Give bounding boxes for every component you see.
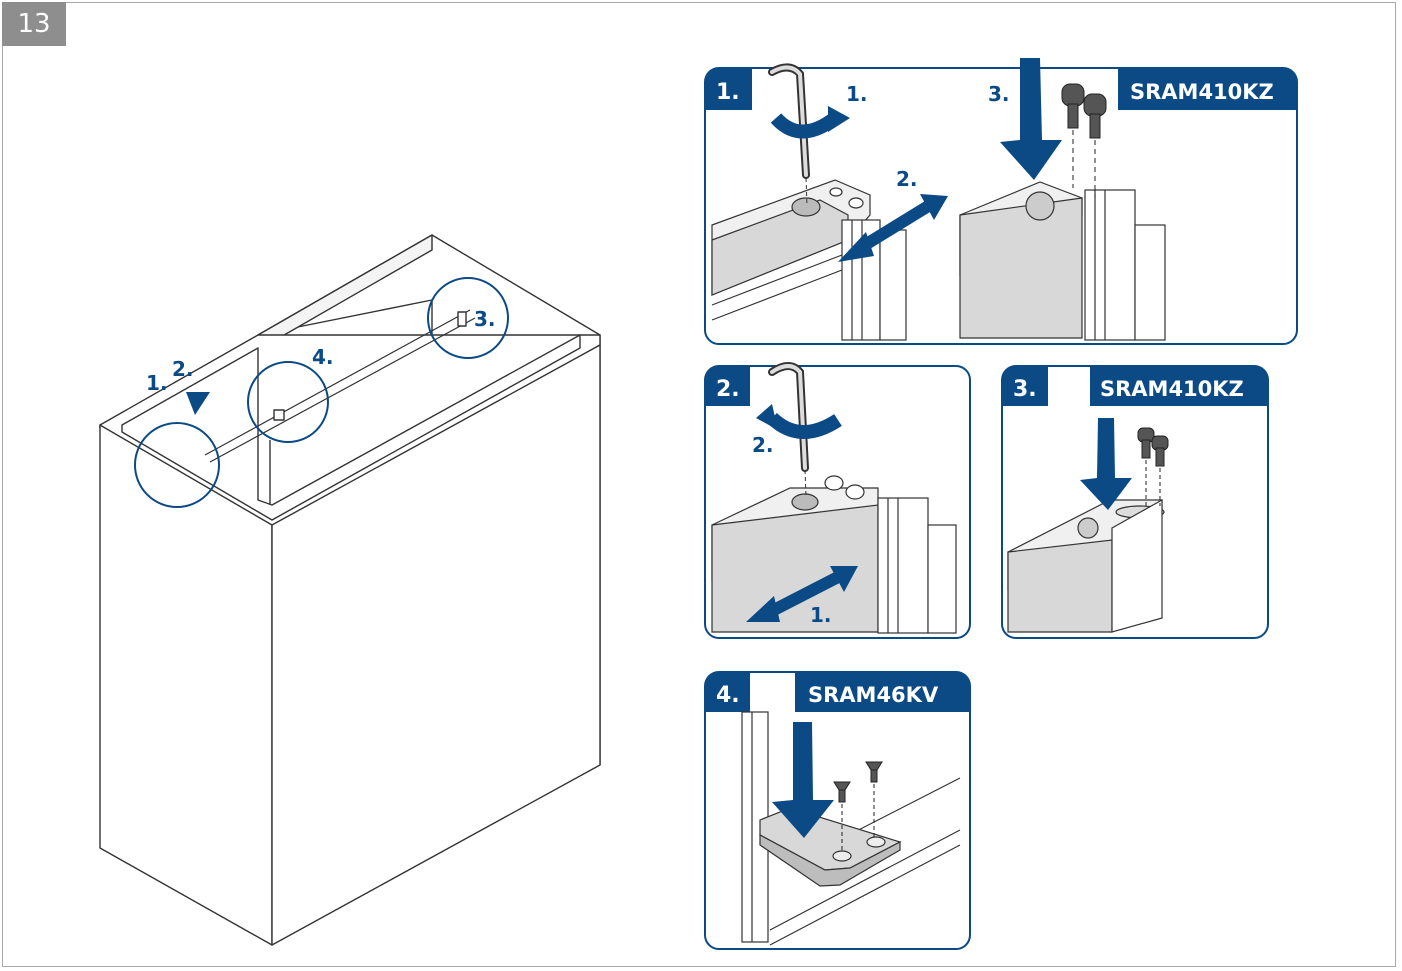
overview-label-2: 2. bbox=[172, 357, 194, 381]
cabinet-overview bbox=[99, 234, 601, 946]
hex-key-icon bbox=[768, 63, 810, 206]
detail-circle-4 bbox=[247, 361, 329, 443]
panel-3-number: 3. bbox=[1013, 377, 1037, 402]
panel-1-number: 1. bbox=[716, 80, 740, 105]
overview-label-1: 1. bbox=[146, 371, 168, 395]
panel-2: 2. 2. 1. bbox=[704, 362, 971, 639]
overview-label-4: 4. bbox=[312, 345, 334, 369]
panel-4: 4. SRAM46KV bbox=[704, 671, 971, 950]
down-arrow-icon-3 bbox=[1080, 418, 1132, 510]
detail-circle-3 bbox=[427, 277, 509, 359]
panel-1: 1. SRAM410KZ 1. 2. bbox=[704, 58, 1298, 345]
overview-label-3: 3. bbox=[474, 307, 496, 331]
panel-1-step-2: 2. bbox=[896, 167, 918, 191]
panel-1-code: SRAM410KZ bbox=[1130, 80, 1274, 104]
screw-icons-4 bbox=[833, 761, 883, 852]
panel-3: 3. SRAM410KZ bbox=[1001, 365, 1269, 639]
panel-4-number: 4. bbox=[716, 683, 740, 708]
panel-4-code: SRAM46KV bbox=[808, 683, 939, 707]
panel-1-step-1: 1. bbox=[846, 82, 868, 106]
panel-2-step-2: 2. bbox=[752, 433, 774, 457]
panel-3-code: SRAM410KZ bbox=[1100, 377, 1244, 401]
down-arrow-icon-4 bbox=[772, 722, 834, 838]
down-arrow-icon bbox=[1000, 58, 1062, 180]
slide-arrow-icon bbox=[856, 199, 934, 254]
rotate-arrow-icon-2 bbox=[767, 412, 842, 439]
detail-circles bbox=[134, 277, 509, 508]
hex-key-icon-2 bbox=[768, 362, 809, 497]
panel-2-step-1: 1. bbox=[810, 603, 832, 627]
screw-icons bbox=[1061, 83, 1107, 198]
detail-circle-1-2 bbox=[134, 422, 220, 508]
panel-1-step-3: 3. bbox=[988, 82, 1010, 106]
step-number-badge: 13 bbox=[2, 2, 66, 46]
screw-icons-3 bbox=[1137, 427, 1169, 506]
slide-arrow-icon-2 bbox=[767, 570, 843, 618]
insert-arrow-icon bbox=[186, 392, 210, 415]
panel-2-number: 2. bbox=[716, 377, 740, 402]
